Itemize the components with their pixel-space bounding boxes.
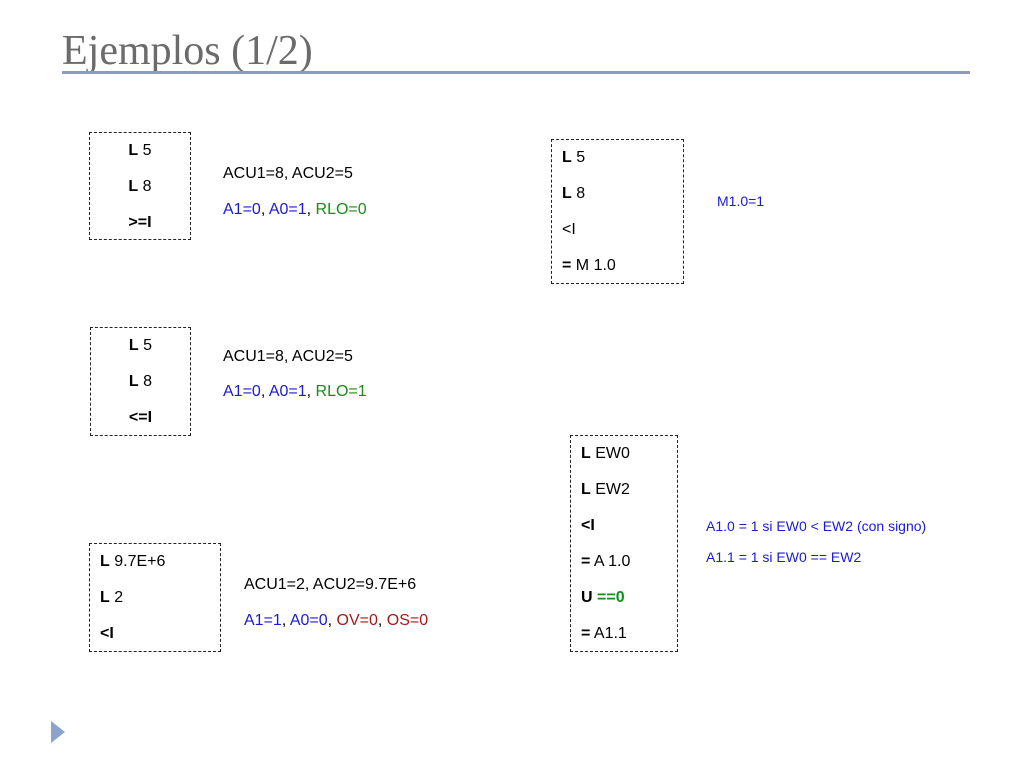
title-underline: [62, 71, 970, 74]
code-line: <I: [562, 221, 576, 238]
result-acu-1: ACU1=8, ACU2=5: [223, 165, 353, 182]
code-line: U ==0: [581, 589, 625, 606]
slide-title: Ejemplos (1/2): [62, 28, 313, 74]
code-box-lt-real: L 9.7E+6 L 2 <I: [89, 543, 221, 652]
code-line: L 5: [562, 149, 586, 166]
result-memory: M1.0=1: [717, 193, 765, 209]
result-flags-3: A1=1, A0=0, OV=0, OS=0: [244, 612, 429, 629]
code-box-le: L 5 L 8 <=I: [90, 327, 191, 436]
code-line: L EW0: [581, 445, 630, 462]
code-line: >=I: [128, 214, 152, 231]
code-box-compare-outputs: L EW0 L EW2 <I = A 1.0 U ==0 = A1.1: [570, 435, 678, 652]
code-line: L 9.7E+6: [100, 553, 166, 570]
result-acu-3: ACU1=2, ACU2=9.7E+6: [244, 576, 417, 593]
code-line: L EW2: [581, 481, 630, 498]
code-line: = M 1.0: [562, 257, 616, 274]
code-line: <I: [100, 625, 114, 642]
code-box-ge: L 5 L 8 >=I: [89, 132, 191, 240]
code-line: = A 1.0: [581, 553, 631, 570]
result-acu-2: ACU1=8, ACU2=5: [223, 348, 353, 365]
code-line: L 8: [128, 178, 152, 195]
code-line: <I: [581, 517, 595, 534]
code-line: L 5: [128, 142, 152, 159]
triangle-right-icon: [51, 721, 65, 743]
code-line: = A1.1: [581, 625, 627, 642]
code-line: L 8: [562, 185, 586, 202]
result-output-2: A1.1 = 1 si EW0 == EW2: [706, 549, 862, 565]
result-output-1: A1.0 = 1 si EW0 < EW2 (con signo): [706, 518, 927, 534]
result-flags-2: A1=0, A0=1, RLO=1: [223, 383, 367, 400]
code-line: L 5: [128, 337, 153, 354]
code-box-lt-memory: L 5 L 8 <I = M 1.0: [551, 139, 684, 284]
code-line: L 2: [100, 589, 124, 606]
code-line: L 8: [128, 373, 153, 390]
result-flags-1: A1=0, A0=1, RLO=0: [223, 201, 367, 218]
code-line: <=I: [128, 409, 153, 426]
